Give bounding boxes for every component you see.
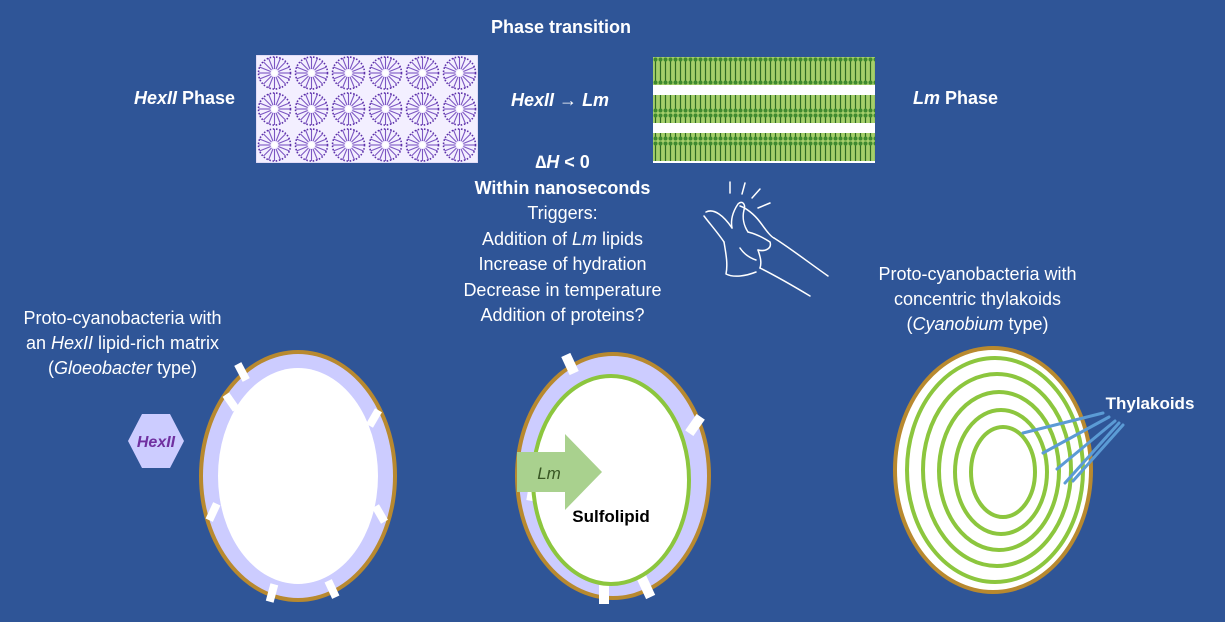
concentric-thylakoids (905, 356, 1085, 584)
left-cell-interior (218, 368, 378, 584)
gloeobacter-cell-diagram: HexII (128, 350, 397, 603)
left-line3-italic: Gloeobacter (53, 358, 153, 378)
left-line2-pre: an (25, 333, 51, 353)
left-line3-post: type) (152, 358, 198, 378)
trigger1-post: lipids (597, 228, 644, 249)
transition-to: Lm (582, 90, 610, 110)
left-cell-line1: Proto-cyanobacteria with (23, 308, 222, 328)
lm-phase-italic: Lm (913, 88, 940, 108)
lm-phase-image (653, 57, 875, 163)
trigger-lm-lipids: Addition of Lm lipids (430, 227, 695, 253)
transition-from: HexII (511, 90, 555, 110)
hexii-phase-image (256, 55, 478, 163)
hexii-phase-rest: Phase (177, 88, 236, 108)
diagram-title: Phase transition (490, 17, 632, 37)
right-cell-line3: (Cyanobium type) (850, 312, 1105, 337)
hexii-phase-italic: HexII (134, 88, 178, 108)
right-cell-line1: Proto-cyanobacteria with (878, 264, 1077, 284)
trigger-hydration: Increase of hydration (478, 254, 647, 274)
left-line2-italic: HexII (50, 333, 93, 353)
lm-arrow-icon (517, 434, 602, 510)
hexii-phase-label: HexII Phase (134, 88, 235, 109)
cyanobium-cell-diagram: Thylakoids (893, 346, 1195, 594)
trigger-proteins: Addition of proteins? (480, 305, 645, 325)
trigger1-italic: Lm (572, 228, 598, 249)
right-cell-description: Proto-cyanobacteria with concentric thyl… (850, 262, 1105, 337)
left-line2-post: lipid-rich matrix (93, 333, 220, 353)
trigger-temperature: Decrease in temperature (463, 279, 662, 300)
delta-rest: < 0 (559, 152, 590, 172)
transition-conditions: ∆H < 0 Within nanoseconds Triggers: Addi… (430, 150, 695, 329)
left-cell-description: Proto-cyanobacteria with an HexII lipid-… (0, 306, 245, 381)
thylakoid-pointer-lines (1021, 411, 1125, 485)
hexii-badge-label: HexII (137, 434, 176, 451)
triggers-heading: Triggers: (527, 203, 598, 223)
snapping-fingers-icon (703, 181, 829, 297)
right-line3-post: type) (1003, 314, 1049, 334)
trigger1-pre: Addition of (481, 228, 572, 249)
transition-label: HexII → Lm (511, 90, 609, 111)
right-line3-pre: ( (906, 314, 913, 334)
sulfolipid-label: Sulfolipid (572, 507, 649, 526)
enthalpy-condition: ∆H < 0 (430, 150, 695, 176)
right-line3-italic: Cyanobium (912, 314, 1004, 334)
lm-arrow-label: Lm (537, 464, 561, 483)
delta-variable: H (546, 152, 560, 172)
transition-arrow: → (559, 90, 578, 110)
left-cell-line2: an HexII lipid-rich matrix (0, 331, 245, 356)
time-condition: Within nanoseconds (474, 177, 651, 198)
thylakoids-label: Thylakoids (1106, 394, 1195, 413)
lm-phase-label: Lm Phase (913, 88, 998, 109)
left-line3-pre: ( (47, 358, 54, 378)
left-cell-line3: (Gloeobacter type) (0, 356, 245, 381)
transition-cell-diagram: Lm Sulfolipid (515, 352, 711, 604)
delta-symbol: ∆ (535, 152, 547, 172)
right-cell-line2: concentric thylakoids (893, 289, 1062, 309)
lm-phase-rest: Phase (940, 88, 999, 108)
hexii-hexagon-icon (128, 414, 184, 468)
